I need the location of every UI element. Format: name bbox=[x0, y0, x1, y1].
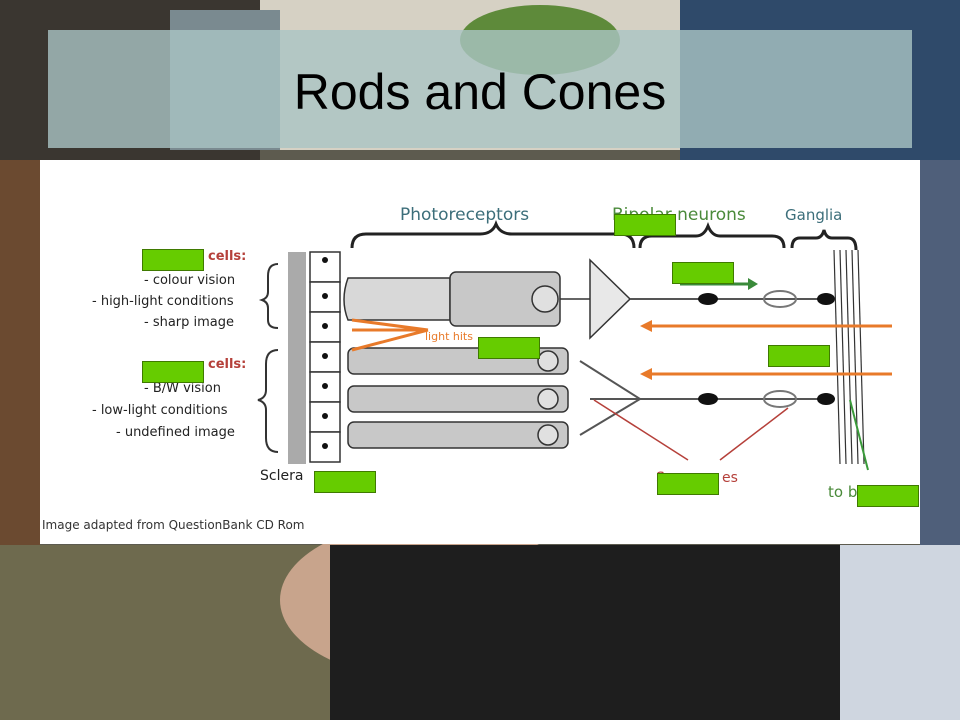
header-photoreceptors: Photoreceptors bbox=[400, 205, 529, 225]
header-ganglia: Ganglia bbox=[785, 206, 842, 224]
cover-box-light-hits[interactable] bbox=[478, 337, 540, 359]
cover-box-cone-label[interactable] bbox=[142, 249, 204, 271]
signal-arrowhead bbox=[748, 278, 758, 290]
light-arrowheads bbox=[640, 320, 652, 380]
rod-heading: cells: bbox=[208, 357, 246, 372]
rod-cells bbox=[347, 347, 569, 449]
synapses-label-end: es bbox=[722, 470, 738, 486]
cone-heading: cells: bbox=[208, 249, 246, 264]
synapse-rings bbox=[763, 290, 797, 408]
cover-box-to-brain[interactable] bbox=[857, 485, 919, 507]
light-arrows bbox=[351, 318, 892, 376]
cover-box-bipolar-header[interactable] bbox=[614, 214, 676, 236]
light-label: light hits bbox=[425, 330, 473, 343]
synapse-lines bbox=[593, 399, 789, 461]
brace-photoreceptors bbox=[350, 219, 636, 249]
cover-box-signal-direction[interactable] bbox=[672, 262, 734, 284]
cone-line-1: - colour vision bbox=[144, 273, 235, 288]
cone-line-3: - sharp image bbox=[144, 315, 234, 330]
cone-line-2: - high-light conditions bbox=[92, 294, 234, 309]
ganglion-fibers bbox=[833, 249, 865, 465]
brace-bipolar bbox=[638, 221, 786, 249]
rod-line-1: - B/W vision bbox=[144, 381, 221, 396]
cone-brace bbox=[258, 263, 279, 329]
optic-nerve-line bbox=[849, 399, 869, 471]
cover-box-light-direction[interactable] bbox=[768, 345, 830, 367]
sclera-band bbox=[288, 252, 306, 464]
cone-cell bbox=[343, 258, 632, 340]
sclera-label: Sclera bbox=[260, 468, 303, 484]
slide-title: Rods and Cones bbox=[293, 64, 667, 120]
rod-line-2: - low-light conditions bbox=[92, 403, 228, 418]
rod-line-3: - undefined image bbox=[116, 425, 235, 440]
title-bar: Rods and Cones bbox=[48, 30, 912, 148]
brace-ganglia bbox=[790, 229, 858, 251]
bipolar-cell-bodies bbox=[698, 293, 835, 405]
cover-box-rod-label[interactable] bbox=[142, 361, 204, 383]
rod-brace bbox=[257, 349, 279, 453]
retina-diagram: Photoreceptors Bipolar neurons Ganglia c… bbox=[92, 205, 892, 501]
cover-box-sclera-side[interactable] bbox=[314, 471, 376, 493]
image-credit: Image adapted from QuestionBank CD Rom bbox=[42, 518, 305, 532]
cover-box-synapses[interactable] bbox=[657, 473, 719, 495]
pigment-nuclei bbox=[322, 257, 328, 449]
to-brain-label: to b bbox=[828, 483, 857, 501]
